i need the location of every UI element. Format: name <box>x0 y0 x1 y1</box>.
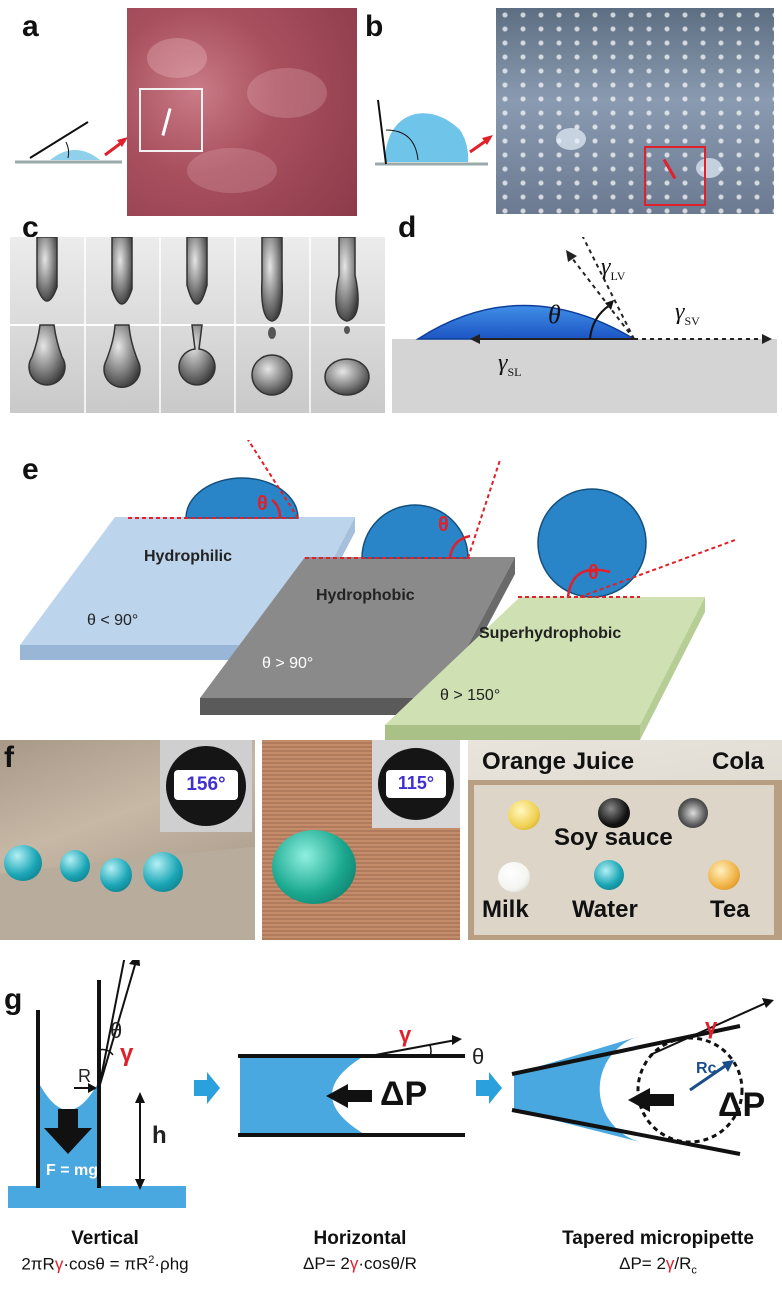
photo-liquid-repellency: Orange Juice Cola Soy sauce Milk Water T… <box>468 740 782 940</box>
contact-angle-inset-1: 156° <box>160 740 252 832</box>
theta-label-g2: θ <box>472 1044 485 1069</box>
radius-label-g: R <box>78 1066 91 1086</box>
hydrophobic-label: Hydrophobic <box>316 587 415 604</box>
gamma-sl-label: γSL <box>498 350 522 379</box>
gamma-lv-vector <box>566 250 635 340</box>
zoom-box <box>139 88 203 152</box>
height-label-g: h <box>152 1122 167 1149</box>
photo-fabric-1: 156° <box>0 740 255 940</box>
young-equation-diagram <box>392 237 777 413</box>
superhydrophobic-condition: θ > 150° <box>440 687 501 704</box>
photo-hydrophobic-surface <box>496 8 774 214</box>
contact-angle-sketch-b <box>375 99 493 166</box>
label-cola: Cola <box>712 748 765 775</box>
gamma-sv-label: γSV <box>675 299 700 328</box>
rc-label-g: Rc <box>696 1060 717 1077</box>
gamma-label-g3: γ <box>705 1014 718 1039</box>
caption-horizontal: Horizontal ΔP= 2γ·cosθ/R <box>303 1228 417 1273</box>
gamma-lv-label: γLV <box>601 254 626 283</box>
pressure-label-g2: ΔP <box>380 1075 428 1113</box>
gamma-label-g2: γ <box>399 1022 412 1047</box>
theta-label-g1: θ <box>110 1018 123 1043</box>
caption-vertical: Vertical 2πRγ·cosθ = πR2·ρhg <box>21 1228 189 1274</box>
label-orange-juice: Orange Juice <box>482 748 635 775</box>
theta-label-e1: θ <box>257 493 268 515</box>
droplet-sequence <box>10 237 385 413</box>
hydrophobic-condition: θ > 90° <box>262 655 314 672</box>
contact-angle-sketch-a <box>15 121 128 164</box>
theta-label-d: θ <box>548 300 561 329</box>
zoom-box <box>644 146 706 206</box>
gamma-label-g1: γ <box>120 1040 134 1067</box>
superhydrophobic-label: Superhydrophobic <box>479 625 622 642</box>
pressure-label-g3: ΔP <box>718 1086 766 1124</box>
panel-label-d: d <box>398 211 417 244</box>
angle-value-156: 156° <box>186 774 226 795</box>
panel-label-e: e <box>22 453 39 486</box>
capillary-diagrams <box>8 960 774 1208</box>
photo-hydrophilic-surface <box>127 8 357 216</box>
panel-label-c: c <box>22 211 39 244</box>
force-label-g: F = mg <box>46 1162 99 1179</box>
panel-label-b: b <box>365 10 384 43</box>
panel-label-g: g <box>4 983 23 1016</box>
hydrophilic-condition: θ < 90° <box>87 612 139 629</box>
caption-tapered: Tapered micropipette ΔP= 2γ/Rc <box>562 1228 754 1277</box>
label-tea: Tea <box>710 896 750 923</box>
theta-label-e2: θ <box>438 514 449 536</box>
panel-label-a: a <box>22 10 39 43</box>
label-water: Water <box>572 896 638 923</box>
wettability-surfaces <box>20 440 736 740</box>
panel-label-f: f <box>4 741 14 774</box>
photo-fabric-2: 115° <box>262 740 460 940</box>
contact-angle-inset-2: 115° <box>372 740 460 828</box>
hydrophilic-label: Hydrophilic <box>144 548 233 565</box>
theta-label-e3: θ <box>588 562 599 584</box>
angle-value-115: 115° <box>397 773 435 793</box>
label-soy-sauce: Soy sauce <box>554 824 673 851</box>
label-milk: Milk <box>482 896 529 923</box>
